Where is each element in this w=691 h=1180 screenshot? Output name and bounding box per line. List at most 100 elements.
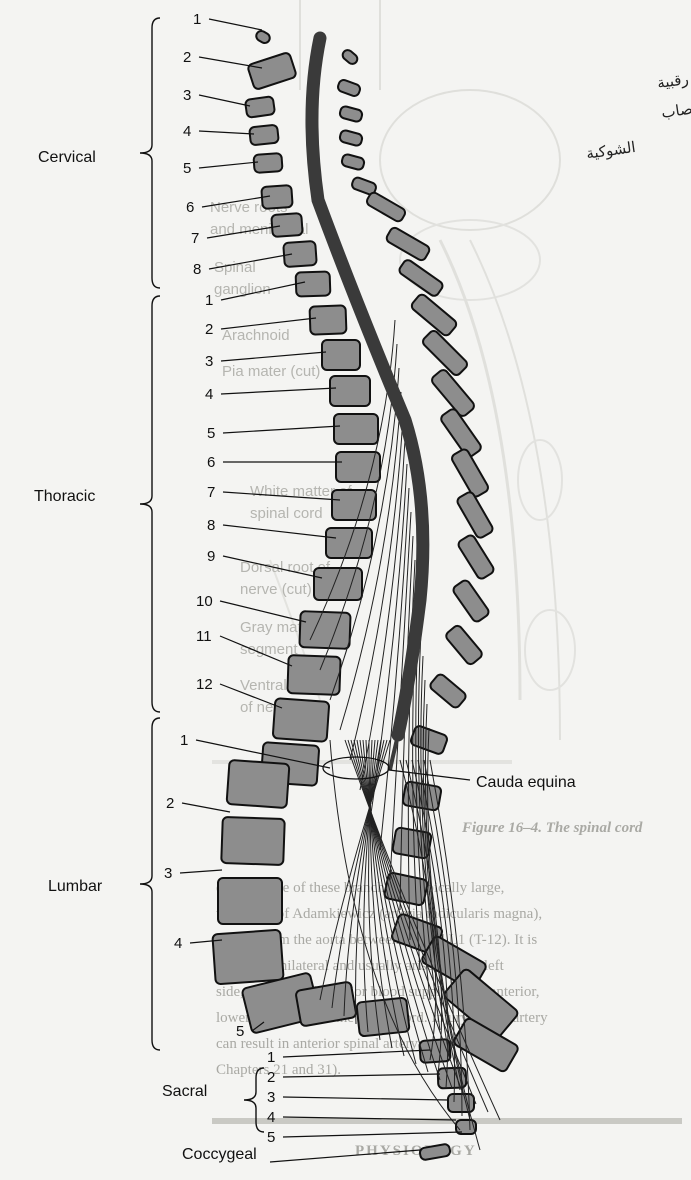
- leader-line: [199, 57, 262, 68]
- vertebra-number: 4: [205, 386, 213, 403]
- vertebral-body: [245, 96, 275, 118]
- bg-label-spinal-cord: spinal cord: [250, 505, 323, 522]
- vertebra-number: 8: [207, 517, 215, 534]
- vertebra-number: 3: [183, 87, 191, 104]
- cauda-equina-leader: [389, 770, 470, 780]
- vertebra-number: 3: [164, 865, 172, 882]
- leader-line: [199, 95, 250, 106]
- spinous-process: [444, 624, 484, 666]
- region-label-cervical: Cervical: [38, 149, 96, 166]
- note-line-1: ٧ فقرات رقبية: [656, 62, 691, 92]
- leader-line: [199, 131, 254, 134]
- vertebra-number: 4: [183, 123, 191, 140]
- spinous-process: [337, 79, 362, 98]
- vertebral-body: [322, 340, 360, 370]
- vertebra-number: 5: [236, 1023, 244, 1040]
- spinous-process: [450, 448, 490, 499]
- vertebral-body: [221, 817, 285, 865]
- leader-line: [199, 162, 258, 168]
- vertebra-number: 12: [196, 676, 213, 693]
- region-label-thoracic: Thoracic: [34, 488, 95, 505]
- spinous-process: [339, 105, 363, 122]
- vertebra-number: 7: [191, 230, 199, 247]
- vertebral-body: [299, 611, 350, 649]
- vertebra-number: 6: [186, 199, 194, 216]
- note-line-3: الشوكية: [585, 138, 637, 163]
- vertebra-number: 11: [196, 628, 212, 645]
- leader-line: [221, 352, 326, 361]
- vertebra-number: 4: [267, 1109, 275, 1126]
- region-brace: [140, 718, 160, 1050]
- region-label-lumbar: Lumbar: [48, 878, 103, 895]
- vertebra-number: 1: [205, 292, 213, 309]
- vertebra-number: 5: [183, 160, 191, 177]
- vertebral-body: [283, 241, 317, 267]
- vertebral-body: [249, 125, 279, 146]
- spinous-process: [452, 579, 491, 624]
- vertebra-number: 1: [267, 1049, 275, 1066]
- leader-line: [209, 19, 262, 30]
- vertebra-number: 1: [180, 732, 188, 749]
- vertebral-body: [330, 376, 370, 406]
- vertebral-body: [310, 305, 347, 334]
- vertebral-body: [448, 1094, 474, 1112]
- spinous-process: [428, 673, 467, 710]
- vertebra-number: 10: [196, 593, 213, 610]
- leader-line: [221, 388, 336, 394]
- vertebral-body: [271, 213, 302, 237]
- vertebra-number: 2: [183, 49, 191, 66]
- bg-label-nerve-cut: nerve (cut): [240, 581, 312, 598]
- leader-line: [182, 803, 230, 812]
- vertebra-number: 2: [166, 795, 174, 812]
- vertebra-number: 8: [193, 261, 201, 278]
- vertebra-number: 4: [174, 935, 182, 952]
- region-brace: [140, 18, 160, 288]
- vertebral-body: [218, 878, 282, 924]
- leader-line: [283, 1132, 462, 1137]
- vertebral-body: [287, 655, 340, 695]
- vertebra-number: 9: [207, 548, 215, 565]
- vertebral-body: [296, 271, 331, 296]
- vertebra-number: 1: [193, 11, 201, 28]
- vertebral-body: [227, 760, 290, 808]
- vertebral-body: [332, 490, 376, 520]
- spinous-process: [398, 258, 445, 297]
- bg-body-text-line: Chapters 21 and 31).: [216, 1062, 341, 1078]
- vertebral-body: [247, 52, 297, 90]
- vertebral-body: [212, 930, 283, 985]
- spinous-process: [457, 534, 496, 581]
- vertebra-number: 5: [267, 1129, 275, 1146]
- bg-label-segment: segment: [240, 641, 298, 658]
- vertebra-number: 7: [207, 484, 215, 501]
- vertebra-number: 2: [205, 321, 213, 338]
- vertebra-number: 2: [267, 1069, 275, 1086]
- leader-line: [180, 870, 222, 873]
- vertebral-body: [273, 698, 330, 742]
- vertebra-number: 5: [207, 425, 215, 442]
- spinous-process: [365, 191, 407, 223]
- region-label-coccygeal: Coccygeal: [182, 1146, 257, 1163]
- vertebral-body: [336, 452, 380, 482]
- vertebra-number: 3: [267, 1089, 275, 1106]
- vertebral-body: [253, 153, 282, 173]
- cauda-equina-label: Cauda equina: [476, 774, 576, 791]
- region-label-sacral: Sacral: [162, 1083, 207, 1100]
- bg-figure-caption: Figure 16–4. The spinal cord: [461, 820, 643, 836]
- bg-section-heading: PHYSIOLOGY: [355, 1143, 477, 1159]
- bg-label-arachnoid: Arachnoid: [222, 327, 290, 344]
- spinous-process: [456, 491, 495, 540]
- vertebral-body: [356, 997, 409, 1036]
- leader-line: [283, 1097, 448, 1100]
- spinous-process: [385, 226, 431, 262]
- vertebral-body: [254, 29, 271, 45]
- leader-line: [223, 426, 340, 433]
- vertebral-body: [334, 414, 378, 444]
- spinous-process: [341, 153, 365, 170]
- leader-line: [223, 525, 336, 538]
- bg-label-pia-mater: Pia mater (cut): [222, 363, 320, 380]
- spinous-process: [339, 129, 363, 146]
- region-brace: [140, 296, 160, 712]
- spinous-process: [341, 48, 360, 66]
- vertebra-number: 3: [205, 353, 213, 370]
